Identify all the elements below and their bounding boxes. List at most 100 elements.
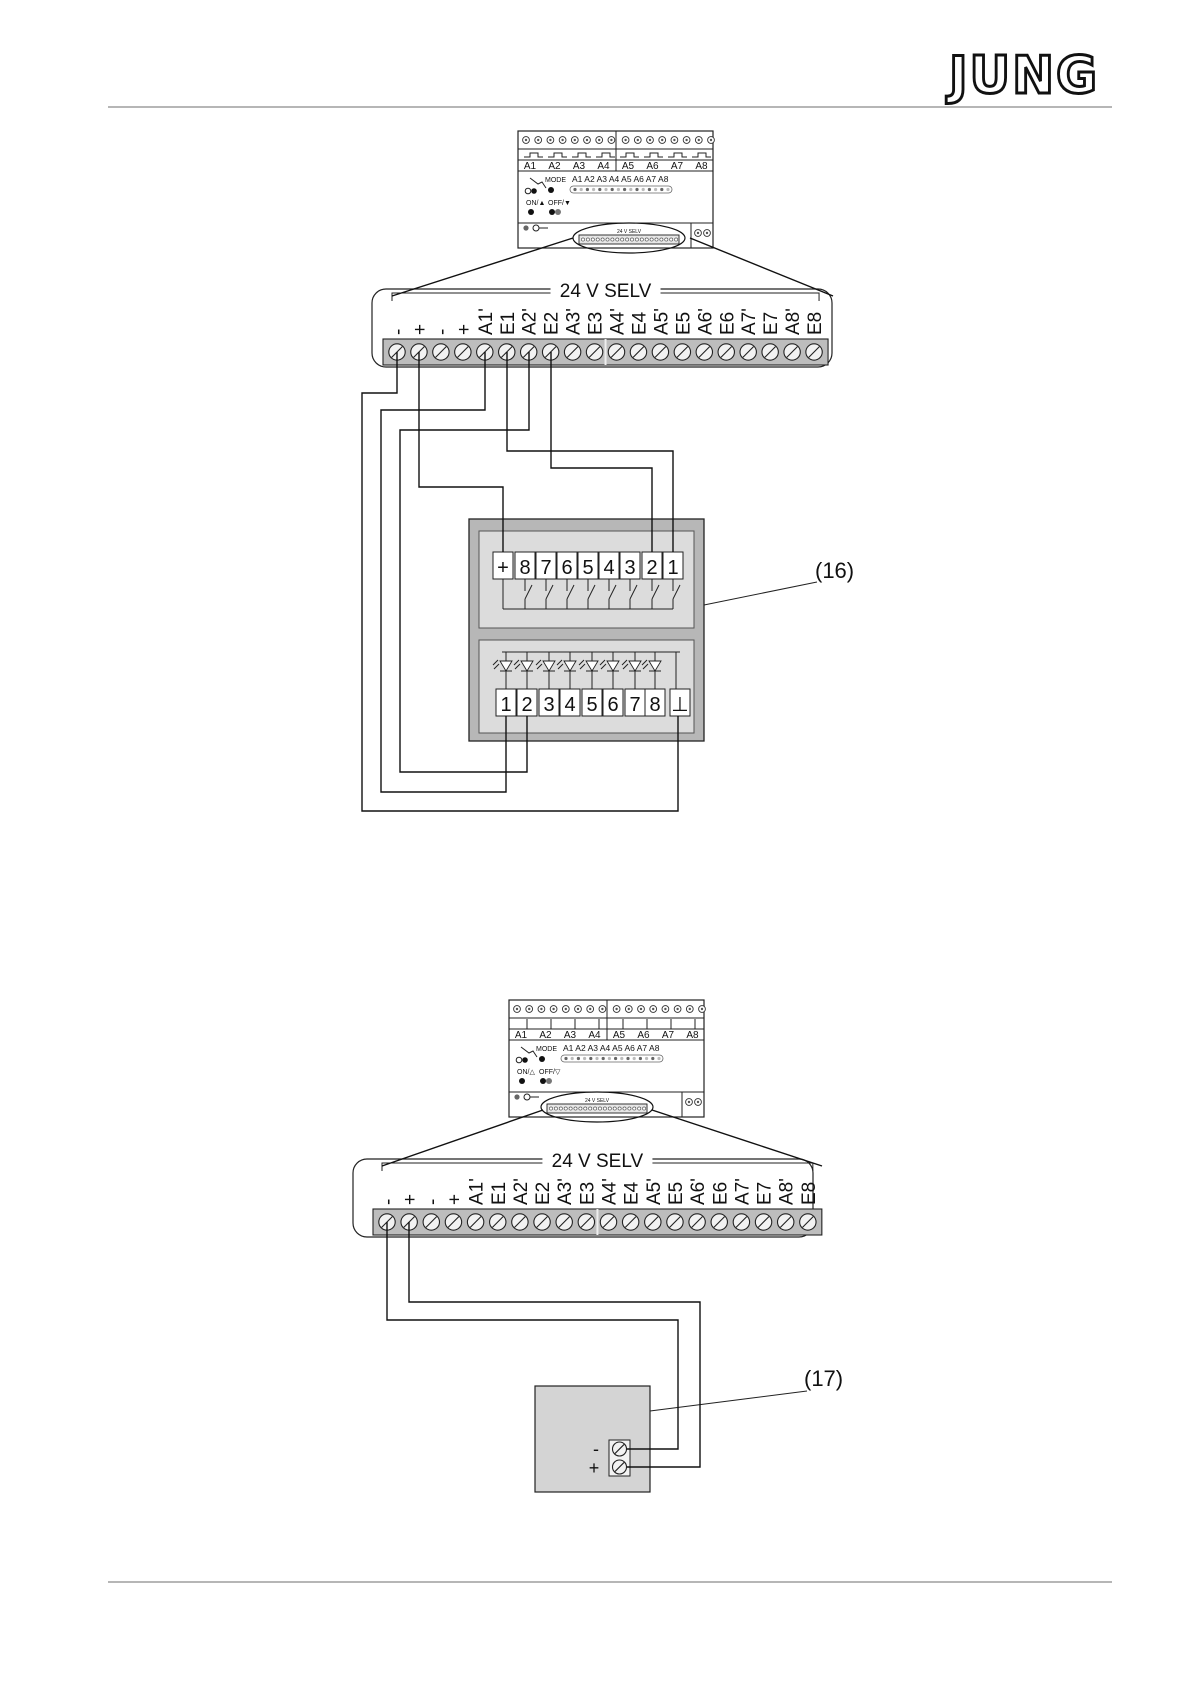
connector-pin-icon: [635, 237, 639, 242]
switch-contact-icon: [672, 584, 681, 600]
small-screw-icon: [624, 1005, 633, 1013]
module-17-plus-label: +: [589, 1458, 600, 1478]
connector-highlight-ellipse: [540, 1091, 654, 1123]
small-screw-icon: [549, 1005, 558, 1013]
terminal-label: A7': [739, 308, 760, 335]
channel-label: A6: [637, 1030, 650, 1041]
expansion-line: [689, 237, 834, 297]
small-screw-icon: [522, 136, 530, 144]
terminal-label: A1': [476, 308, 497, 335]
small-screw-icon: [513, 1005, 521, 1013]
terminal-label: E1: [498, 312, 519, 335]
wire-minus-to-ground: [361, 352, 679, 812]
terminal-label: A8': [783, 308, 804, 335]
input-terminal-label: 4: [603, 557, 614, 579]
connector-pin-icon: [573, 1106, 578, 1111]
terminal-label: E6: [717, 312, 738, 335]
small-screw-icon: [537, 1005, 546, 1013]
connector-pin-icon: [632, 1106, 637, 1111]
callout-16: (16): [815, 558, 854, 583]
terminal-screw-icon: [488, 1213, 507, 1231]
terminal-screw-icon: [422, 1213, 441, 1231]
connector-pin-icon: [554, 1106, 558, 1111]
terminal-label: +: [454, 324, 475, 335]
connector-pin-icon: [612, 1106, 617, 1111]
connector-label: 24 V SELV: [617, 229, 642, 235]
led-dot-icon: [523, 225, 529, 231]
led-icon: [635, 187, 639, 192]
off-button-icon: [540, 1078, 546, 1084]
channel-label: A2: [539, 1030, 552, 1041]
callout-16-leader: [703, 581, 818, 606]
switch-contact-icon: [651, 584, 660, 600]
terminal-label: E2: [542, 312, 563, 335]
contact-symbol: [692, 152, 711, 158]
button-icon: [523, 1093, 531, 1101]
terminal-screw-icon: [511, 1213, 529, 1231]
small-screw-icon: [598, 1005, 607, 1013]
wire-a1-to-led1: [380, 352, 507, 793]
small-screw-icon: [698, 1005, 706, 1013]
connector-pin-icon: [610, 237, 615, 242]
terminal-label: A6': [688, 1178, 709, 1205]
led-diode-icon: [499, 660, 513, 672]
terminal-screw-icon: [563, 343, 582, 361]
led-icon: [638, 1056, 643, 1061]
light-ray-icon: [535, 659, 543, 670]
led-labels: A1 A2 A3 A4 A5 A6 A7 A8: [572, 174, 669, 184]
terminal-label: A7': [732, 1178, 753, 1205]
connector-pin-icon: [637, 1106, 642, 1111]
terminal-label: -: [422, 1199, 443, 1205]
small-screw-icon: [561, 1005, 570, 1013]
connector-pin-icon: [588, 1106, 593, 1111]
led-icon: [607, 1056, 612, 1061]
off-label: OFF/▼: [548, 200, 571, 207]
terminal-label: E6: [710, 1182, 731, 1205]
connector-pin-icon: [659, 237, 664, 242]
connector-pin-icon: [558, 1106, 563, 1111]
output-terminal-label: ⊥: [671, 694, 688, 716]
channel-label: A7: [662, 1030, 675, 1041]
screwdriver-icon: [520, 1046, 538, 1058]
channel-label: A2: [548, 161, 561, 172]
led-icon: [623, 187, 627, 192]
led-icon: [601, 1056, 605, 1061]
contact-symbol: [524, 152, 543, 158]
terminal-screw-icon: [717, 343, 735, 361]
terminal-screw-icon: [454, 343, 472, 361]
led-icon: [583, 1056, 587, 1061]
small-screw-icon: [694, 136, 703, 144]
terminal-label: -: [432, 329, 453, 335]
channel-label: A1: [515, 1030, 528, 1041]
terminal-screw-icon: [754, 1213, 773, 1231]
contact-symbol: [668, 152, 687, 158]
small-screw-icon: [685, 1005, 694, 1013]
wire-plus-to-module-17: [408, 1222, 701, 1468]
small-screw-icon: [633, 136, 642, 144]
on-button-icon: [519, 1078, 525, 1084]
connector-pin-icon: [593, 1106, 598, 1111]
small-screw-icon: [661, 1005, 670, 1013]
led-strip: [560, 1054, 664, 1063]
light-ray-icon: [513, 659, 521, 670]
expansion-line: [651, 1109, 823, 1167]
terminal-label: E4: [629, 311, 650, 335]
connector-pin-icon: [581, 237, 585, 242]
small-screw-icon: [607, 136, 616, 144]
connector-pin-icon: [603, 1106, 607, 1111]
terminal-screw-icon: [432, 343, 450, 361]
terminal-screw-icon: [776, 1213, 795, 1231]
led-icon: [654, 187, 658, 192]
connector-pin-icon: [615, 237, 620, 242]
terminal-screw-icon: [799, 1213, 817, 1231]
terminal-screw-icon: [732, 1213, 751, 1231]
off-label: OFF/▽: [539, 1069, 561, 1076]
module-17-plus-screw-icon: [611, 1459, 628, 1475]
light-ray-icon: [641, 659, 649, 670]
led-icon: [647, 187, 652, 192]
channel-label: A5: [622, 161, 635, 172]
led-dot-icon: [524, 187, 532, 195]
small-screw-icon: [685, 1098, 693, 1106]
